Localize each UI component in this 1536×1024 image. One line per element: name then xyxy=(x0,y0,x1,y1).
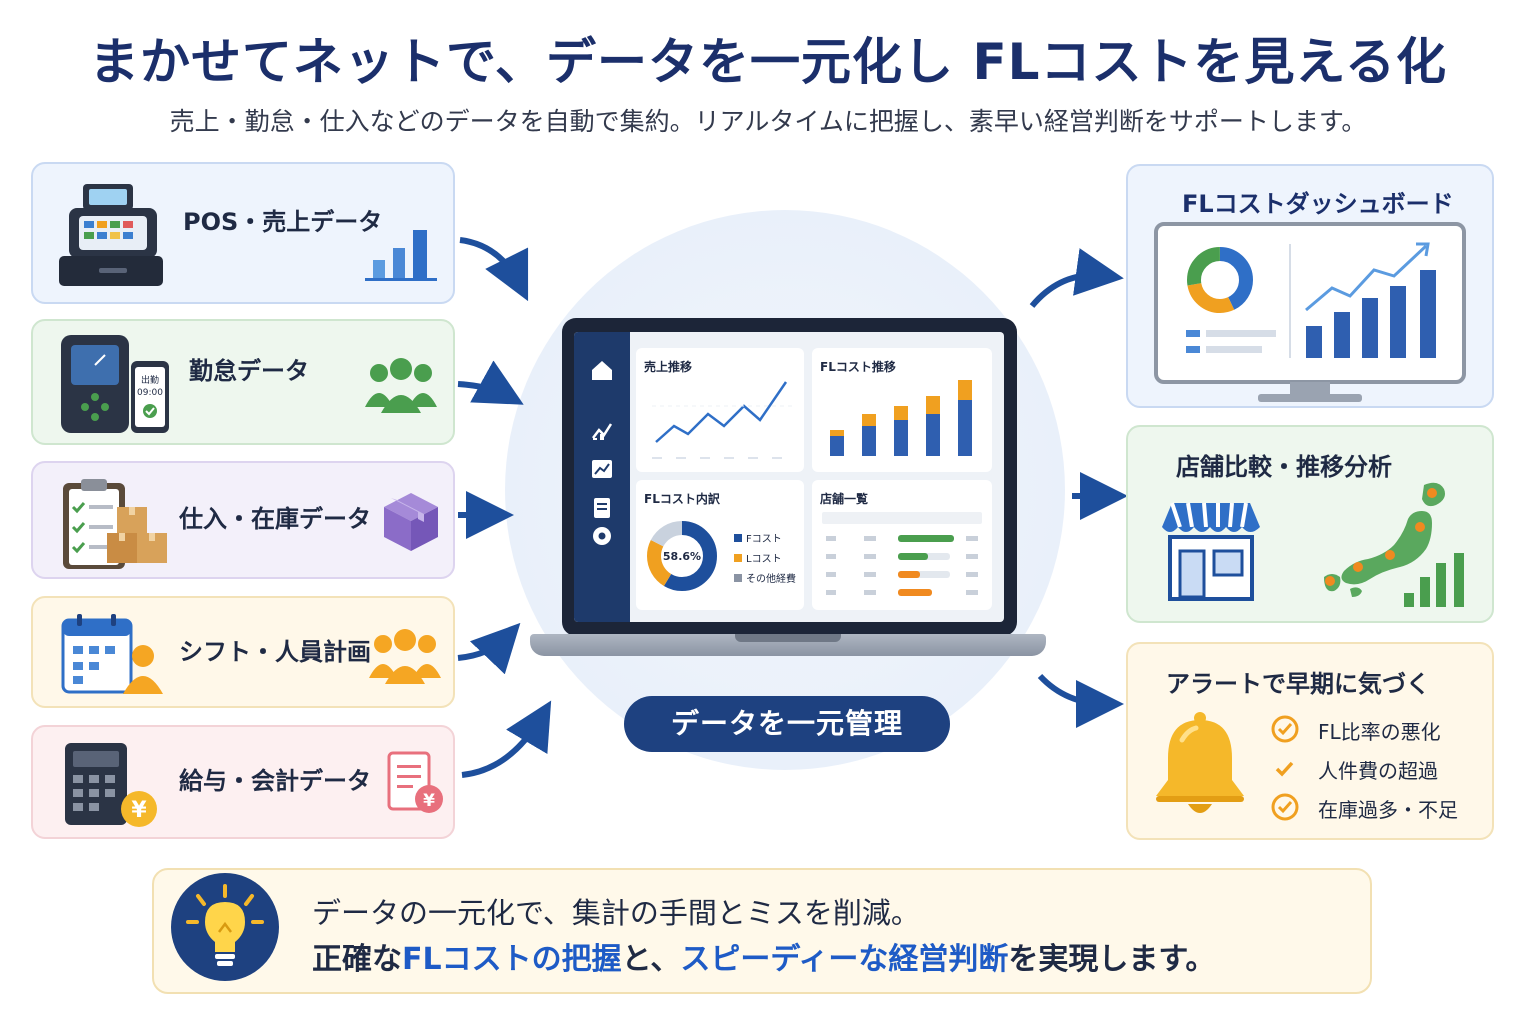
timeclock-badge-text: 出勤 xyxy=(141,374,159,386)
highlight-speedy-decision: スピーディーな経営判断 xyxy=(680,942,1009,977)
legend-f: Fコスト xyxy=(734,530,782,545)
people-group-icon xyxy=(365,358,437,413)
output-label-alert: アラートで早期に気づく xyxy=(1166,670,1430,698)
alert-bell-icon xyxy=(1156,712,1244,813)
storefront-icon xyxy=(1162,502,1260,601)
source-label-payroll: 給与・会計データ xyxy=(179,767,371,795)
donut-percent: 58.6% xyxy=(663,550,701,563)
alert-item-label: FL比率の悪化 xyxy=(1318,720,1441,744)
check-icon xyxy=(1275,761,1294,777)
calculator-yen-icon: ¥ xyxy=(65,743,157,827)
summary-box xyxy=(152,868,1372,994)
arrow-attendance xyxy=(457,360,524,405)
main-title: まかせてネットで、データを一元化し FLコストを見える化 xyxy=(89,33,1447,91)
source-label-attendance: 勤怠データ xyxy=(189,357,309,385)
home-icon xyxy=(592,361,612,380)
highlight-fl-cost: FLコストの把握 xyxy=(402,942,622,977)
japan-map-icon xyxy=(1324,482,1464,607)
output-label-dashboard: FLコストダッシュボード xyxy=(1182,190,1454,218)
table-row xyxy=(826,571,978,578)
source-card-attendance: 出勤 09:00 勤怠データ xyxy=(31,319,455,445)
arrow-payroll xyxy=(461,700,552,778)
output-card-alert: アラートで早期に気づく xyxy=(1126,642,1494,840)
table-row xyxy=(826,535,978,542)
inventory-box-icon xyxy=(384,493,438,551)
output-label-compare: 店舗比較・推移分析 xyxy=(1176,453,1392,481)
settings-gear-icon xyxy=(593,527,611,545)
panel-title-store-list: 店舗一覧 xyxy=(820,492,869,506)
source-label-pos: POS・売上データ xyxy=(183,208,383,236)
alert-item-label: 人件費の超過 xyxy=(1318,759,1438,783)
check-circle-icon xyxy=(1271,793,1299,821)
panel-store-list: 店舗一覧 xyxy=(812,480,992,610)
timeclock-badge-time: 09:00 xyxy=(137,388,163,398)
panel-title-fl-trend: FLコスト推移 xyxy=(820,360,896,374)
calendar-person-icon xyxy=(61,614,163,694)
laptop-notch xyxy=(735,634,841,642)
source-card-payroll: ¥ 給与・会計データ ¥ xyxy=(31,725,455,839)
check-circle-icon xyxy=(1271,715,1299,743)
clipboard-boxes-icon xyxy=(63,479,167,569)
pos-register-icon xyxy=(59,184,163,286)
bar-chart-icon xyxy=(365,230,437,281)
unified-management-pill: データを一元管理 xyxy=(624,696,950,752)
monitor-dashboard-icon xyxy=(1154,222,1466,402)
alert-item-label: 在庫過多・不足 xyxy=(1318,798,1458,822)
source-label-purchase: 仕入・在庫データ xyxy=(179,505,371,533)
panel-title-sales-trend: 売上推移 xyxy=(644,360,693,374)
panel-fl-trend: FLコスト推移 xyxy=(812,348,992,472)
panel-sales-trend: 売上推移 xyxy=(636,348,804,472)
trend-icon xyxy=(592,460,612,478)
panel-fl-breakdown: FLコスト内訳 58.6% Fコスト Lコスト その他経費 xyxy=(636,480,804,610)
chart-icon xyxy=(592,423,613,440)
output-card-compare: 店舗比較・推移分析 xyxy=(1126,425,1494,623)
source-card-pos: POS・売上データ xyxy=(31,162,455,304)
table-row xyxy=(826,589,978,596)
svg-text:¥: ¥ xyxy=(423,791,435,811)
subtitle: 売上・勤怠・仕入などのデータを自動で集約。リアルタイムに把握し、素早い経営判断を… xyxy=(169,107,1367,136)
summary-line-2: 正確なFLコストの把握と、スピーディーな経営判断を実現します。 xyxy=(312,942,1216,977)
summary-line-1: データの一元化で、集計の手間とミスを削減。 xyxy=(312,896,920,930)
panel-title-fl-breakdown: FLコスト内訳 xyxy=(644,492,720,506)
svg-text:¥: ¥ xyxy=(131,798,147,823)
laptop-base xyxy=(530,634,1046,656)
legend-other: その他経費 xyxy=(734,570,796,585)
people-group-icon xyxy=(369,629,441,684)
laptop-display: 売上推移 FLコスト推移 FLコスト内訳 58.6% Fコスト Lコスト その他… xyxy=(574,332,1004,622)
source-label-shift: シフト・人員計画 xyxy=(179,638,371,666)
invoice-yen-icon: ¥ xyxy=(387,751,443,813)
arrow-alert xyxy=(1037,673,1124,728)
document-icon xyxy=(594,498,610,518)
dashboard-sidebar xyxy=(574,332,630,622)
arrow-shift xyxy=(457,622,521,675)
source-card-shift: シフト・人員計画 xyxy=(31,596,455,708)
table-row xyxy=(826,553,978,560)
lightbulb-icon xyxy=(171,873,279,981)
timeclock-icon: 出勤 09:00 xyxy=(61,335,169,433)
legend-l: Lコスト xyxy=(734,550,782,565)
arrow-pos xyxy=(459,237,529,302)
source-card-purchase: 仕入・在庫データ xyxy=(31,461,455,579)
arrow-dashboard xyxy=(1029,248,1124,308)
output-card-dashboard: FLコストダッシュボード xyxy=(1126,164,1494,408)
